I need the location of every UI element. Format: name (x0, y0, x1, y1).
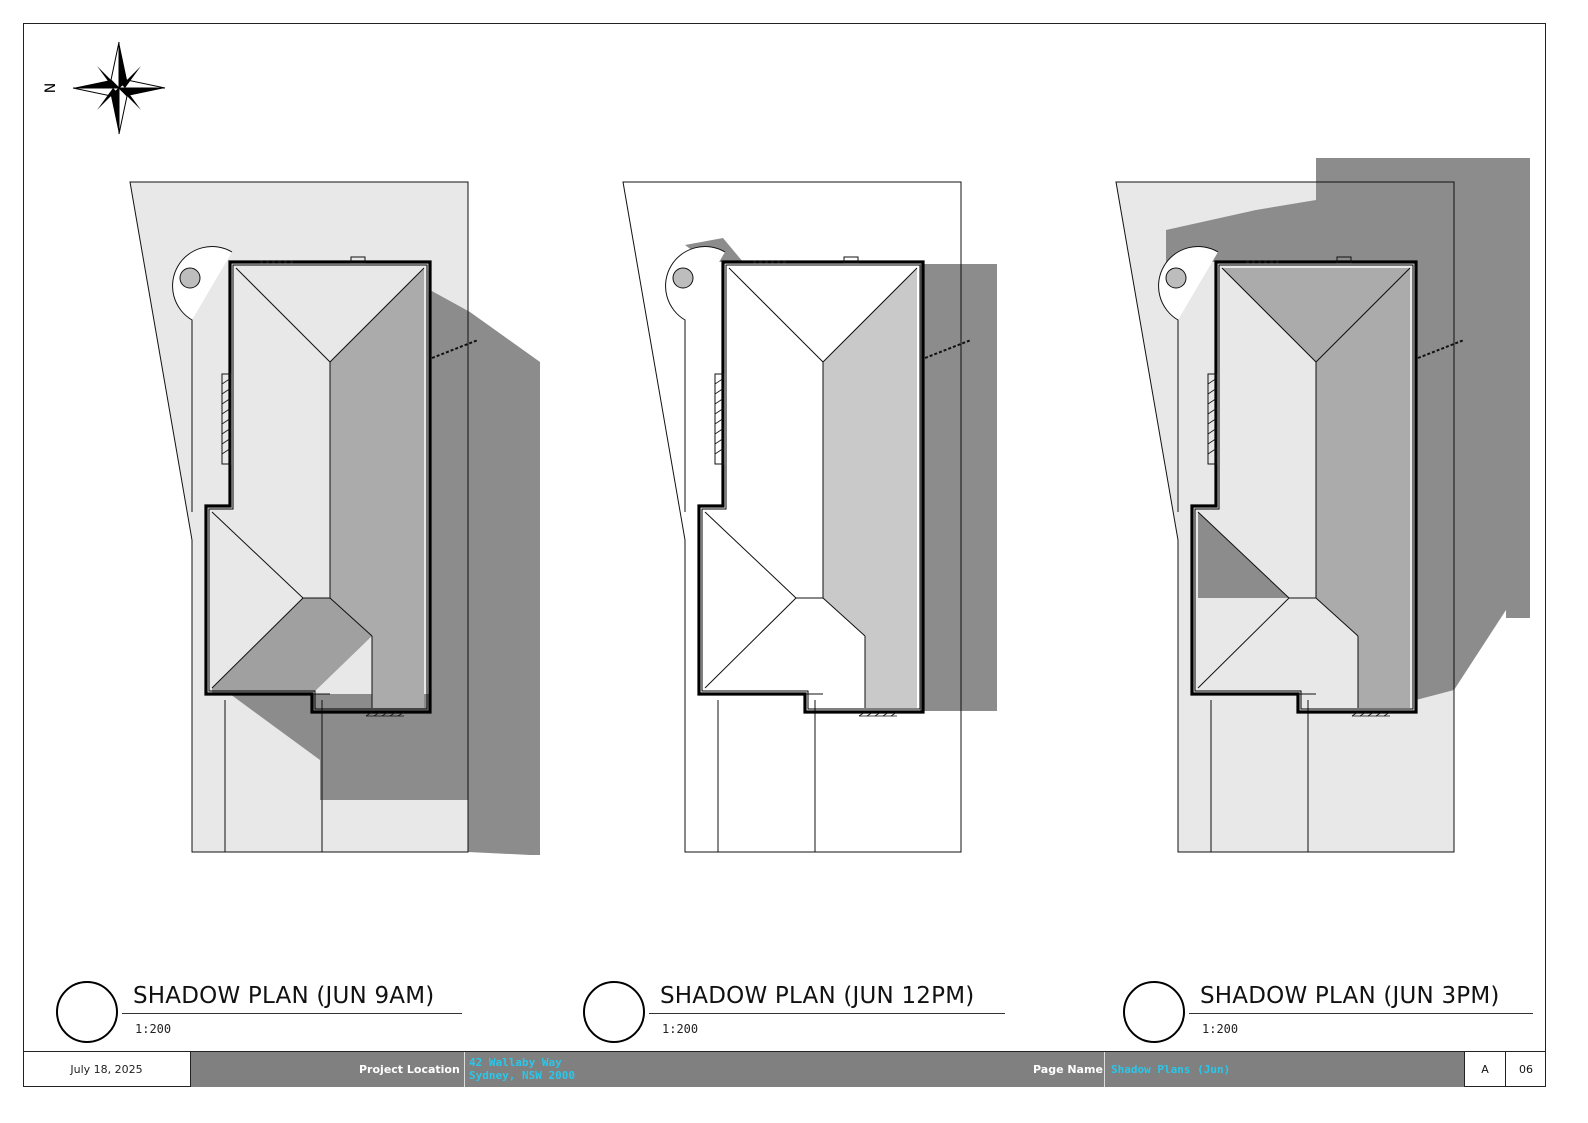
view-reference-bubble (583, 981, 645, 1043)
plan-view-9am (128, 180, 540, 855)
view-reference-bubble (1123, 981, 1185, 1043)
north-label: N (44, 83, 59, 93)
view-scale: 1:200 (1202, 1022, 1239, 1036)
view-reference-bubble (56, 981, 118, 1043)
title-block-date: July 18, 2025 (23, 1052, 191, 1087)
view-title-underline (1189, 1013, 1533, 1014)
view-title-text: SHADOW PLAN (JUN 3PM) (1200, 983, 1500, 1009)
view-title-text: SHADOW PLAN (JUN 12PM) (660, 983, 975, 1009)
view-scale: 1:200 (135, 1022, 172, 1036)
plan-view-12pm (621, 180, 997, 854)
view-scale: 1:200 (662, 1022, 699, 1036)
page-name-label: Page Name (1033, 1063, 1103, 1076)
view-title-9am: SHADOW PLAN (JUN 9AM) 1:200 (56, 981, 476, 1051)
view-title-12pm: SHADOW PLAN (JUN 12PM) 1:200 (583, 981, 1023, 1051)
project-location-line2: Sydney, NSW 2000 (469, 1069, 575, 1082)
revision-cell: A (1464, 1052, 1506, 1087)
north-arrow-compass-icon: N (44, 41, 166, 135)
title-block: July 18, 2025 Project Location 42 Wallab… (23, 1051, 1546, 1087)
view-title-underline (122, 1013, 462, 1014)
title-block-divider (464, 1052, 465, 1087)
title-block-info-band: Project Location 42 Wallaby Way Sydney, … (191, 1052, 1464, 1087)
project-location-value: 42 Wallaby Way Sydney, NSW 2000 (469, 1056, 575, 1082)
plan-view-3pm (1114, 158, 1530, 854)
view-title-text: SHADOW PLAN (JUN 9AM) (133, 983, 435, 1009)
project-location-label: Project Location (359, 1063, 460, 1076)
sheet-number-cell: 06 (1519, 1063, 1533, 1076)
project-location-line1: 42 Wallaby Way (469, 1056, 562, 1069)
view-title-3pm: SHADOW PLAN (JUN 3PM) 1:200 (1123, 981, 1543, 1051)
view-title-underline (649, 1013, 1005, 1014)
title-block-divider (1104, 1052, 1105, 1087)
page-name-value: Shadow Plans (Jun) (1111, 1063, 1231, 1076)
